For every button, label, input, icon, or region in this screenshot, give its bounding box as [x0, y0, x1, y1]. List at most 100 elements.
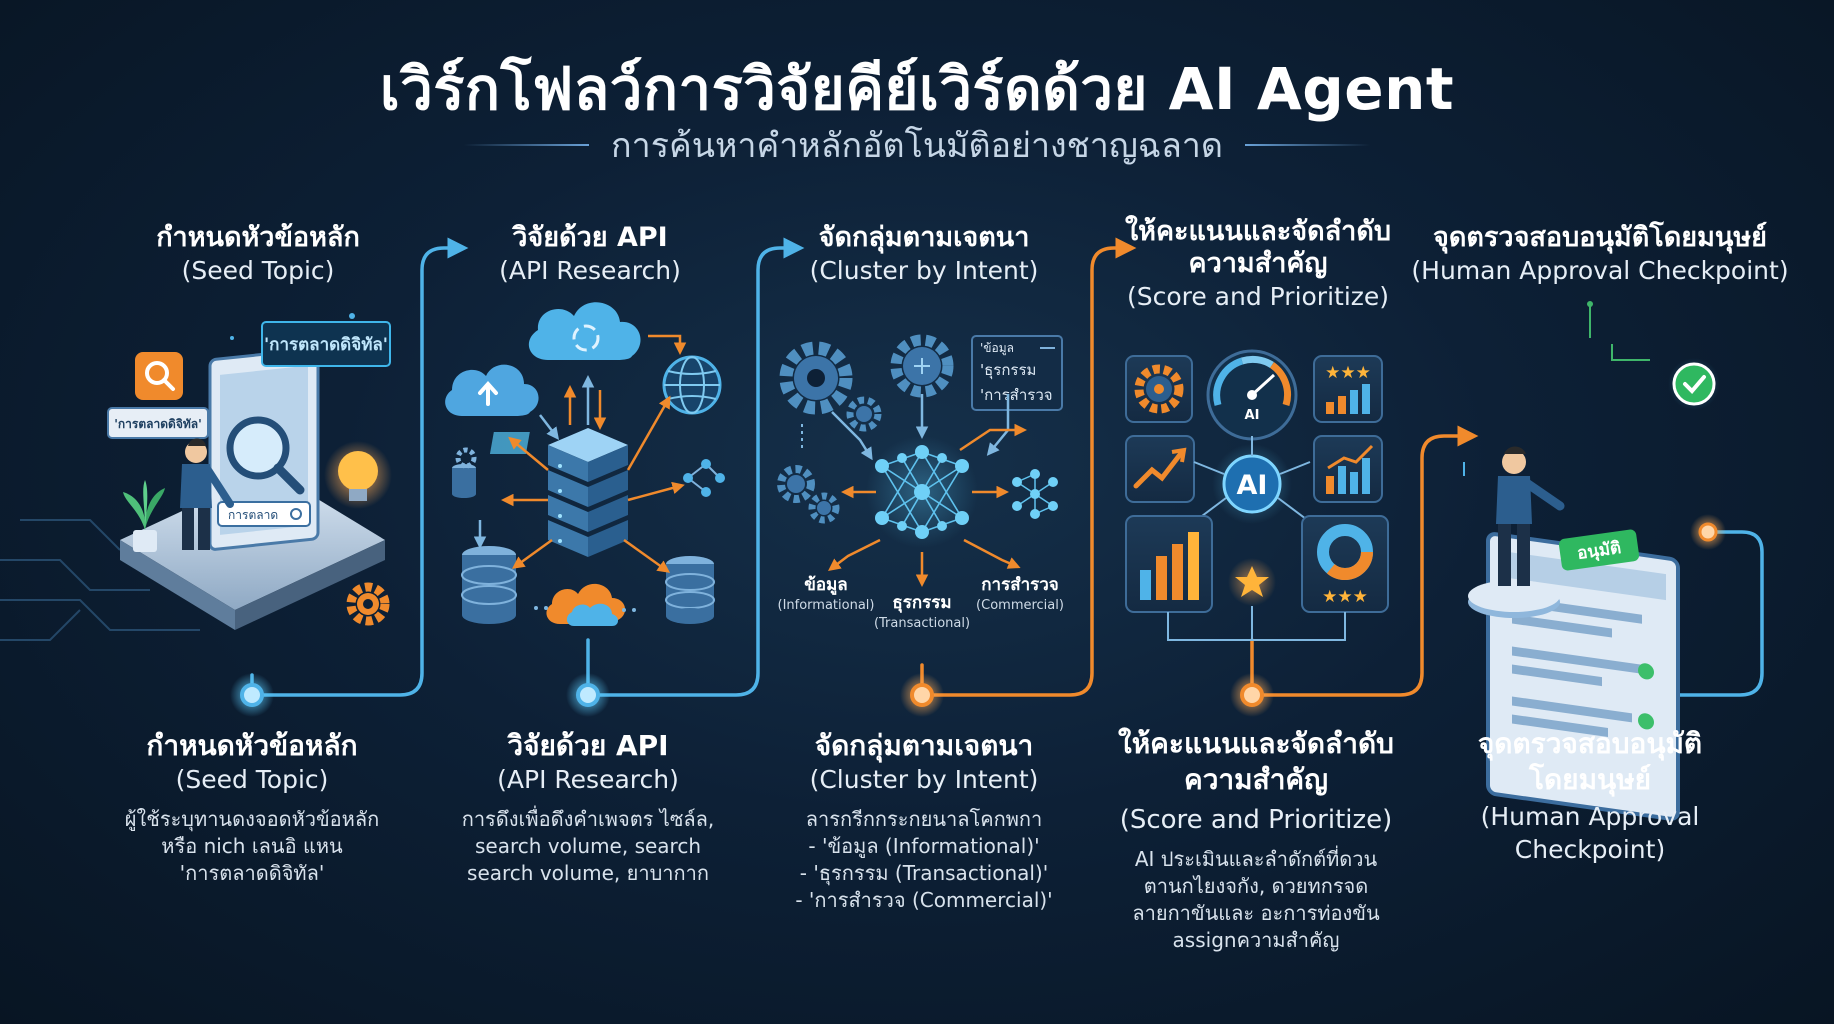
svg-text:(Informational): (Informational): [778, 598, 875, 613]
step-2-illustration: [445, 302, 725, 626]
step-1-illustration: การตลาด 'การตลาดดิจิทัล' 'การตลาดดิจิทัล…: [107, 313, 392, 630]
cloud-sync-icon: [528, 302, 641, 360]
step-2-title-th: วิจัยด้วย API: [512, 222, 668, 253]
flow-nodes: [230, 514, 1726, 717]
svg-text:'การตลาดดิจิทัล': 'การตลาดดิจิทัล': [264, 335, 388, 355]
bottom-title-en-line: Checkpoint): [1514, 835, 1666, 864]
page-subtitle: การค้นหาคำหลักอัตโนมัติอย่างชาญฉลาด: [611, 126, 1223, 166]
bottom-title-en-line: (Human Approval: [1480, 802, 1700, 831]
step-2-bottom-title-en: (API Research): [497, 765, 679, 794]
svg-text:การสำรวจ: การสำรวจ: [981, 575, 1059, 595]
gear-icon: [779, 341, 853, 415]
svg-text:(Transactional): (Transactional): [874, 616, 970, 631]
lightbulb-icon: [324, 441, 392, 509]
step-5-title: จุดตรวจสอบอนุมัติโดยมนุษย์ (Human Approv…: [1405, 222, 1795, 288]
svg-text:ธุรกรรม: ธุรกรรม: [892, 593, 951, 613]
step-1-title-en: (Seed Topic): [181, 256, 335, 285]
check-icon: [1668, 358, 1720, 410]
search-bar: การตลาด: [217, 501, 311, 527]
ai-core-icon: AI: [1193, 436, 1311, 524]
bottom-title-line: โดยมนุษย์: [1528, 763, 1652, 796]
subtitle-row: การค้นหาคำหลักอัตโนมัติอย่างชาญฉลาด: [0, 118, 1834, 172]
step-5-illustration: อนุมัติ: [1463, 301, 1720, 821]
pie-chart-icon: ★★★: [1301, 515, 1389, 613]
circuit-traces: [0, 519, 200, 641]
intent-legend-panel: 'ข้อมูล 'ธุรกรรม 'การสำรวจ: [971, 335, 1063, 411]
step-4-bottom-title-en: (Score and Prioritize): [1119, 805, 1393, 835]
step-5-bottom-title: จุดตรวจสอบอนุมัติ โดยมนุษย์: [1420, 726, 1760, 798]
rating-chart-panel: ★★★: [1313, 355, 1383, 423]
chart-icon: [1313, 435, 1383, 503]
database-small-icon: [452, 464, 476, 498]
step-4-description: AI ประเมินและลำดักต์ที่ดวน ตานกไยงจกัง, …: [1081, 846, 1431, 954]
step-3-title-th: จัดกลุ่มตามเจตนา: [818, 222, 1030, 253]
page-title: เวิร์กโฟลว์การวิจัยคีย์เวิร์ดด้วย AI Age…: [379, 55, 1455, 123]
step-5-title-th: จุดตรวจสอบอนุมัติโดยมนุษย์: [1433, 222, 1767, 253]
cloud-upload-icon: [445, 364, 539, 416]
step-4-title-th-2: ความสำคัญ: [1188, 248, 1328, 279]
desc-line: - 'การสำรวจ (Commercial)': [795, 888, 1053, 912]
network-icon: [683, 459, 725, 497]
gear-icon: [808, 492, 840, 524]
desc-line: ลารกรีกกระกยนาลโคกพกา: [805, 807, 1043, 831]
network-icon: [1012, 469, 1058, 519]
approve-button-graphic: อนุมัติ: [1558, 529, 1640, 571]
cloud-icon: [546, 583, 626, 626]
step-4-illustration: AI ★★★ AI: [1125, 349, 1389, 641]
person-icon: [1496, 446, 1565, 586]
desc-line: ผู้ใช้ระบุทานดงจอดหัวข้อหลัก: [124, 807, 380, 831]
gauge-icon: AI: [1206, 349, 1298, 441]
step-2-title-en: (API Research): [499, 256, 681, 285]
subtitle-divider-left: [464, 144, 590, 146]
gear-icon: [846, 396, 882, 432]
bottom-title-line: ให้คะแนนและจัดลำดับ: [1118, 727, 1394, 760]
step-4-bottom-title: ให้คะแนนและจัดลำดับ ความสำคัญ: [1086, 726, 1426, 798]
cluster-labels: ข้อมูล (Informational) ธุรกรรม (Transact…: [778, 575, 1064, 631]
desc-line: AI ประเมินและลำดักต์ที่ดวน: [1134, 847, 1378, 871]
desc-line: - 'ข้อมูล (Informational)': [808, 834, 1040, 858]
svg-text:'ธุรกรรม: 'ธุรกรรม: [980, 361, 1036, 380]
desc-line: การดึงเพื่อดึงคำเพจตร ไซล์ล,: [461, 807, 715, 831]
bottom-title-line: ความสำคัญ: [1183, 763, 1329, 796]
step-3-bottom-title-en: (Cluster by Intent): [809, 765, 1039, 794]
desc-line: search volume, ยาบากาก: [467, 861, 709, 885]
flow-connectors: [250, 237, 1764, 697]
step-2-bottom-title: วิจัยด้วย API: [507, 729, 669, 762]
gear-icon: [890, 334, 954, 398]
desc-line: search volume, search: [474, 834, 702, 858]
trend-panel: [1125, 435, 1195, 503]
database-icon: [461, 546, 517, 624]
desc-line: ตานกไยงจกัง, ดวยทกรจด: [1143, 874, 1369, 898]
step-1-bottom-title: กำหนดหัวข้อหลัก: [146, 729, 358, 762]
gear-icon: [455, 447, 477, 469]
svg-text:'การสำรวจ: 'การสำรวจ: [980, 386, 1053, 404]
tag-bubble-1: 'การตลาดดิจิทัล': [261, 321, 391, 367]
gear-icon: [346, 582, 390, 626]
svg-text:AI: AI: [1237, 470, 1268, 501]
step-3-illustration: 'ข้อมูล 'ธุรกรรม 'การสำรวจ: [777, 334, 1064, 631]
step-5-bottom-title-en: (Human Approval Checkpoint): [1420, 800, 1760, 866]
desc-line: - 'ธุรกรรม (Transactional)': [799, 861, 1049, 885]
gear-icon: [777, 465, 815, 503]
tag-bubble-2: 'การตลาดดิจิทัล': [107, 407, 209, 439]
step-4-title: ให้คะแนนและจัดลำดับ ความสำคัญ (Score and…: [1073, 216, 1443, 314]
step-1-title-th: กำหนดหัวข้อหลัก: [156, 222, 360, 253]
chart-icon: [1125, 515, 1213, 613]
database-icon: [665, 556, 715, 624]
step-3-description: ลารกรีกกระกยนาลโคกพกา - 'ข้อมูล (Informa…: [749, 806, 1099, 914]
desc-line: 'การตลาดดิจิทัล': [179, 861, 325, 885]
subtitle-divider-right: [1244, 144, 1370, 146]
step-4-title-en: (Score and Prioritize): [1126, 282, 1390, 311]
neural-network-icon: [866, 436, 978, 548]
svg-text:'ข้อมูล: 'ข้อมูล: [980, 341, 1014, 356]
step-4-title-th-1: ให้คะแนนและจัดลำดับ: [1124, 216, 1392, 247]
step-3-title-en: (Cluster by Intent): [809, 256, 1039, 285]
svg-text:AI: AI: [1245, 408, 1260, 423]
svg-text:ข้อมูล: ข้อมูล: [804, 575, 847, 596]
desc-line: ลายกาขันและ อะการท่องขัน: [1132, 901, 1380, 925]
svg-text:★★★: ★★★: [1322, 587, 1368, 607]
step-1-title: กำหนดหัวข้อหลัก (Seed Topic): [73, 222, 443, 288]
plant-icon: [123, 480, 165, 552]
step-2-title: วิจัยด้วย API (API Research): [405, 222, 775, 288]
